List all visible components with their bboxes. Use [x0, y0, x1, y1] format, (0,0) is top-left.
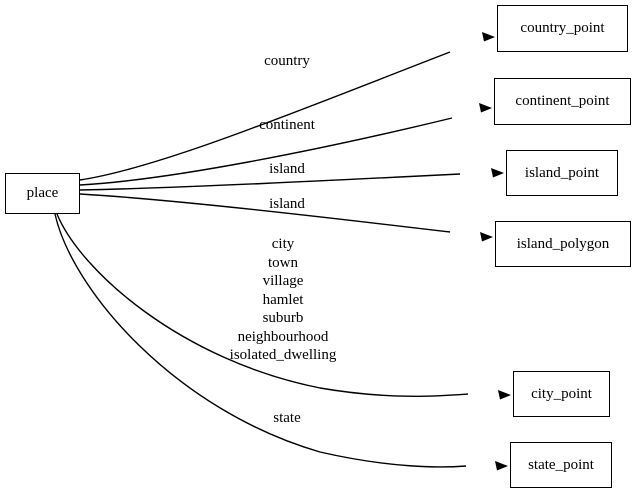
- edge-island-polygon-label: island: [269, 196, 305, 212]
- node-country_point-label: country_point: [520, 20, 605, 36]
- edge-continent-path: [79, 117, 453, 186]
- edge-continent-label: continent: [259, 117, 315, 133]
- edge-city-path: [56, 213, 469, 397]
- edge-island-point-arrowhead: [491, 168, 504, 178]
- edge-continent-arrowhead: [479, 103, 492, 113]
- edge-island-point-path: [79, 173, 461, 191]
- edge-island-polygon-arrowhead: [480, 232, 493, 242]
- node-island_polygon[interactable]: island_polygon: [495, 221, 631, 267]
- node-country_point[interactable]: country_point: [497, 5, 628, 52]
- node-place-label: place: [26, 185, 59, 201]
- node-place[interactable]: place: [5, 173, 80, 214]
- edge-country-arrowhead: [482, 32, 495, 42]
- edge-island-point-label: island: [269, 161, 305, 177]
- edge-city-label: city town village hamlet suburb neighbou…: [229, 236, 337, 363]
- node-city_point-label: city_point: [531, 385, 592, 402]
- edge-country-path: [79, 51, 451, 181]
- edge-state-label: state: [273, 410, 301, 426]
- edge-island-polygon-path: [79, 193, 451, 233]
- node-island_point[interactable]: island_point: [506, 150, 618, 196]
- node-island_point-label: island_point: [524, 164, 600, 181]
- edge-country-label: country: [264, 53, 310, 69]
- edge-state-arrowhead: [495, 461, 508, 471]
- node-state_point-label: state_point: [528, 456, 594, 473]
- node-city_point[interactable]: city_point: [513, 371, 610, 417]
- edge-state-path: [54, 213, 467, 468]
- node-state_point[interactable]: state_point: [510, 442, 612, 488]
- edge-city-arrowhead: [498, 390, 511, 400]
- node-island_polygon-label: island_polygon: [516, 235, 610, 252]
- node-continent_point[interactable]: continent_point: [494, 78, 631, 125]
- node-continent_point-label: continent_point: [515, 93, 610, 109]
